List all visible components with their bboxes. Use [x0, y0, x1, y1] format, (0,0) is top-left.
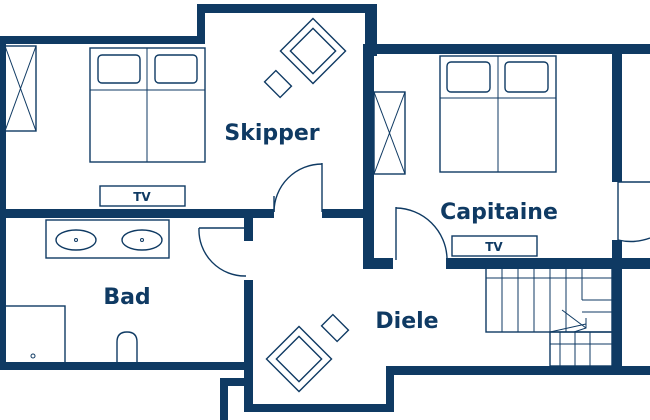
wall-bottom-diele	[244, 404, 394, 412]
wall-top-left	[0, 36, 205, 44]
room-bad: Bad	[4, 219, 247, 365]
wall-top-skipper	[197, 4, 377, 13]
tv-capitaine	[451, 235, 538, 257]
double-bed-capitaine	[439, 55, 557, 173]
shower-drain	[30, 353, 36, 359]
room-label-diele: Diele	[375, 309, 438, 334]
wall-capitaine-bottom-right	[446, 258, 650, 269]
door-skipper	[273, 163, 323, 213]
wall-bottom-right	[386, 366, 650, 375]
wall-bottom-bad	[0, 362, 253, 370]
door-capitaine	[395, 207, 448, 260]
armchair-skipper	[263, 17, 347, 99]
wall-left-room-divider	[0, 209, 248, 218]
wall-bad-diele	[244, 280, 253, 410]
wall-left	[0, 36, 6, 368]
tv-skipper	[99, 185, 186, 207]
armchair-diele	[265, 313, 350, 393]
room-diele: Diele	[265, 309, 439, 393]
room-label-bad: Bad	[103, 285, 150, 310]
wall-top-far-right	[620, 44, 650, 54]
room-capitaine: TV Capitaine	[373, 55, 650, 260]
wall-top-capitaine	[365, 44, 621, 54]
walls	[0, 4, 650, 420]
room-skipper: TV Skipper	[4, 17, 347, 213]
wall-bottom-step-vertical	[220, 378, 228, 420]
wall-skipper-step	[197, 4, 205, 44]
room-label-skipper: Skipper	[224, 121, 319, 146]
toilet	[116, 331, 138, 365]
wall-divider-stub	[248, 209, 274, 218]
wall-bottom-step	[220, 378, 248, 386]
wardrobe-skipper	[4, 45, 37, 132]
tv-label-skipper: TV	[133, 190, 151, 204]
wall-divider-right	[322, 209, 372, 218]
wardrobe-capitaine	[373, 91, 406, 175]
double-bed-skipper	[89, 47, 206, 163]
door-capitaine-side	[617, 181, 650, 243]
double-sink	[45, 219, 170, 259]
wall-right-lower	[612, 240, 622, 370]
wall-capitaine-bottom-left	[363, 258, 393, 269]
door-bad	[198, 227, 247, 277]
wall-skipper-right-top	[365, 4, 377, 56]
wall-bottom-diele-step	[386, 368, 394, 412]
tv-label-capitaine: TV	[485, 240, 503, 254]
wall-skipper-capitaine	[363, 44, 374, 266]
room-label-capitaine: Capitaine	[440, 200, 558, 225]
wall-bad-diele-top	[244, 209, 253, 241]
shower	[4, 305, 66, 365]
wall-right-upper	[612, 44, 622, 182]
staircase	[485, 267, 613, 367]
